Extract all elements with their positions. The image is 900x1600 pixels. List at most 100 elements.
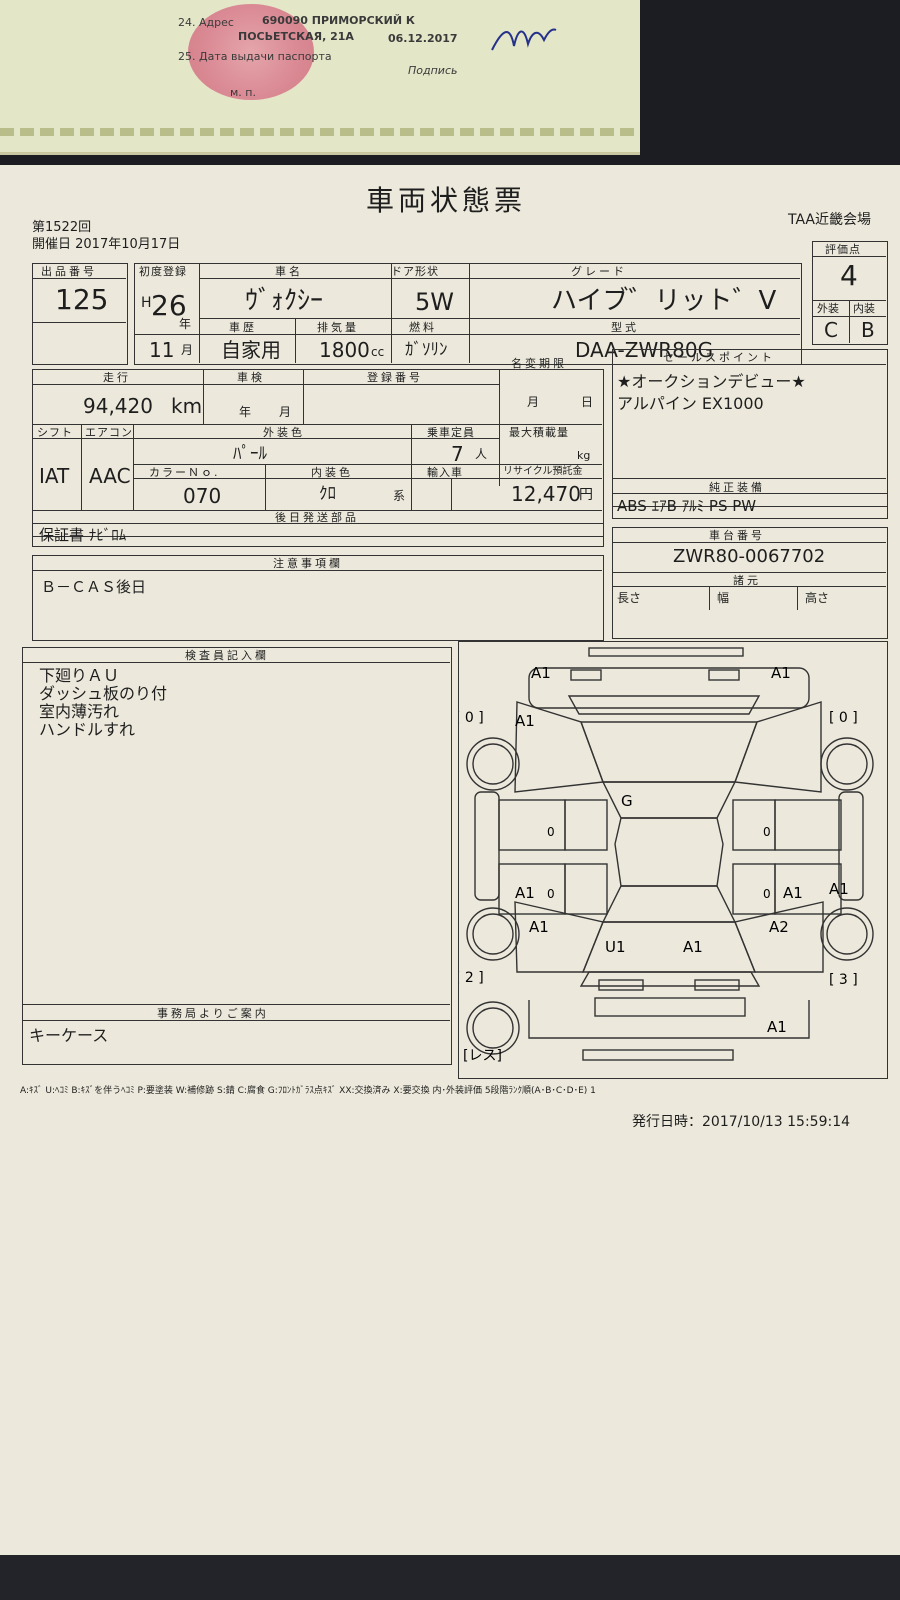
score-value: 4 (840, 259, 858, 292)
notes-value: Ｂ－ＣＡＳ後日 (41, 578, 147, 596)
fuel-label: 燃料 (409, 321, 437, 334)
tire-depth-mark: [ 3 ] (829, 972, 858, 988)
handwritten-signature (491, 28, 557, 51)
damage-mark: A1 (515, 712, 535, 730)
score-label: 評価点 (825, 243, 861, 256)
int-color-value: ｸﾛ (319, 484, 336, 504)
damage-mark: A2 (769, 918, 789, 936)
issued-datetime: 発行日時：2017/10/13 15:59:14 (632, 1114, 851, 1130)
passport-issue-date: 06.12.2017 (388, 32, 458, 45)
inspector-note-3: 室内薄汚れ (39, 702, 120, 721)
lot-number-box: 出品番号 125 (32, 263, 128, 365)
damage-mark: A1 (683, 938, 703, 956)
name-change-day-unit: 日 (581, 395, 594, 409)
shift-value: IAT (39, 464, 70, 488)
sales-points-box: セールスポイント ★オークションデビュー★ アルパイン EX1000 純正装備 (612, 349, 888, 507)
capacity-value: 7 (451, 442, 464, 466)
name-change-label: 名変期限 (511, 357, 567, 370)
first-reg-month: 11 (149, 338, 175, 362)
history-value: 自家用 (221, 338, 281, 362)
model-value: DAA-ZWR80G (575, 338, 714, 362)
chassis-box: 車台番号 ZWR80-0067702 諸元 長さ 幅 高さ (612, 527, 888, 639)
damage-mark: A1 (529, 918, 549, 936)
office-label: 事務局よりご案内 (157, 1007, 269, 1020)
shift-label: シフト (37, 426, 73, 439)
tire-depth-mark: [ 0 ] (829, 710, 858, 726)
lot-number-value: 125 (55, 283, 109, 316)
displacement-value: 1800 (319, 338, 370, 362)
damage-mark: 0 (547, 887, 555, 901)
inspector-note-4: ハンドルすれ (39, 720, 136, 739)
displacement-label: 排気量 (317, 321, 359, 334)
grade-label: グレード (571, 265, 627, 278)
int-color-unit: 系 (393, 489, 406, 503)
passport-address-label: 24. Адрес (178, 16, 234, 29)
recycle-value: 12,470 (511, 482, 581, 506)
grade-value: ハイブ゛リット゛V (551, 286, 777, 316)
auction-date: 開催日 2017年10月17日 (32, 237, 181, 252)
inspector-box: 検査員記入欄 下廻りＡＵ ダッシュ板のり付 室内薄汚れ ハンドルすれ 事務局より… (22, 647, 452, 1065)
length-label: 長さ (617, 591, 642, 605)
recycle-label: リサイクル預託金 (503, 466, 583, 477)
max-load-label: 最大積載量 (509, 426, 569, 439)
inspector-note-2: ダッシュ板のり付 (39, 684, 168, 703)
height-label: 高さ (805, 591, 830, 605)
chassis-value: ZWR80-0067702 (673, 546, 826, 567)
door-label: ドア形状 (391, 265, 439, 278)
damage-mark: A1 (783, 884, 803, 902)
background-floor (0, 1555, 900, 1600)
ext-color-value: ﾊﾟｰﾙ (233, 444, 267, 464)
recycle-unit: 円 (579, 487, 593, 503)
fuel-value: ｶﾞｿﾘﾝ (405, 340, 448, 360)
capacity-label: 乗車定員 (427, 426, 475, 439)
era-mark: H (141, 295, 152, 311)
year-unit: 年 (179, 317, 192, 331)
later-parts-label: 後日発送部品 (275, 511, 359, 524)
genuine-box: ABS ｴｱB ｱﾙﾐ PS PW (612, 493, 888, 519)
official-stamp (188, 4, 314, 100)
damage-mark: G (621, 792, 633, 810)
car-name-label: 車名 (275, 265, 303, 278)
notes-label: 注意事項欄 (273, 557, 343, 570)
capacity-unit: 人 (475, 447, 488, 461)
first-reg-year: 26 (151, 289, 187, 322)
color-no-label: カラーＮｏ. (149, 466, 220, 479)
mileage-unit: km (171, 394, 203, 418)
vehicle-details-block: 走行 車検 登録番号 名変期限 94,420 km 年 月 月 日 シフト エア… (32, 358, 604, 537)
session-number: 第1522回 (32, 220, 92, 235)
sales-point-1: ★オークションデビュー★ (617, 372, 806, 391)
width-label: 幅 (717, 591, 730, 605)
car-info-block: 初度登録 車名 ドア形状 グレード H 26 年 11 月 ｳﾞｫｸｼｰ 5W … (134, 263, 802, 365)
int-color-label: 内装色 (311, 466, 353, 479)
passport-mp-label: м. п. (230, 86, 256, 99)
inspection-year-unit: 年 (239, 405, 252, 419)
damage-mark: 0 (763, 825, 771, 839)
exterior-label: 外装 (817, 302, 839, 315)
venue-name: TAA近畿会場 (788, 212, 872, 228)
specs-label: 諸元 (733, 574, 761, 587)
passport-issue-label: 25. Дата выдачи паспорта (178, 50, 332, 63)
tire-depth-mark: [レス] (463, 1048, 502, 1064)
door-value: 5W (415, 288, 454, 316)
damage-mark: A1 (515, 884, 535, 902)
damage-mark: A1 (829, 880, 849, 898)
cc-unit: cc (371, 345, 385, 359)
max-load-unit: kg (577, 449, 591, 462)
passport-address-2: ПОСЬЕТСКАЯ, 21А (238, 30, 354, 43)
passport-ornament-border (0, 128, 640, 136)
sales-points-label: セールスポイント (663, 351, 775, 364)
damage-mark: 0 (547, 825, 555, 839)
passport-address-1: 690090 ПРИМОРСКИЙ К (262, 14, 415, 27)
score-box: 評価点 4 外装 内装 C B (812, 241, 888, 345)
passport-page: 24. Адрес 690090 ПРИМОРСКИЙ К ПОСЬЕТСКАЯ… (0, 0, 640, 155)
inspector-note-1: 下廻りＡＵ (39, 666, 120, 685)
vehicle-condition-sheet: 車両状態票 第1522回 開催日 2017年10月17日 TAA近畿会場 出品番… (0, 165, 900, 1555)
damage-mark: 0 (763, 887, 771, 901)
tire-depth-mark: [ 0 ] (459, 710, 484, 726)
passport-signature-label: Подпись (408, 64, 458, 77)
import-label: 輸入車 (427, 466, 463, 479)
genuine-label: 純正装備 (709, 481, 765, 494)
inspection-label: 車検 (237, 371, 265, 384)
